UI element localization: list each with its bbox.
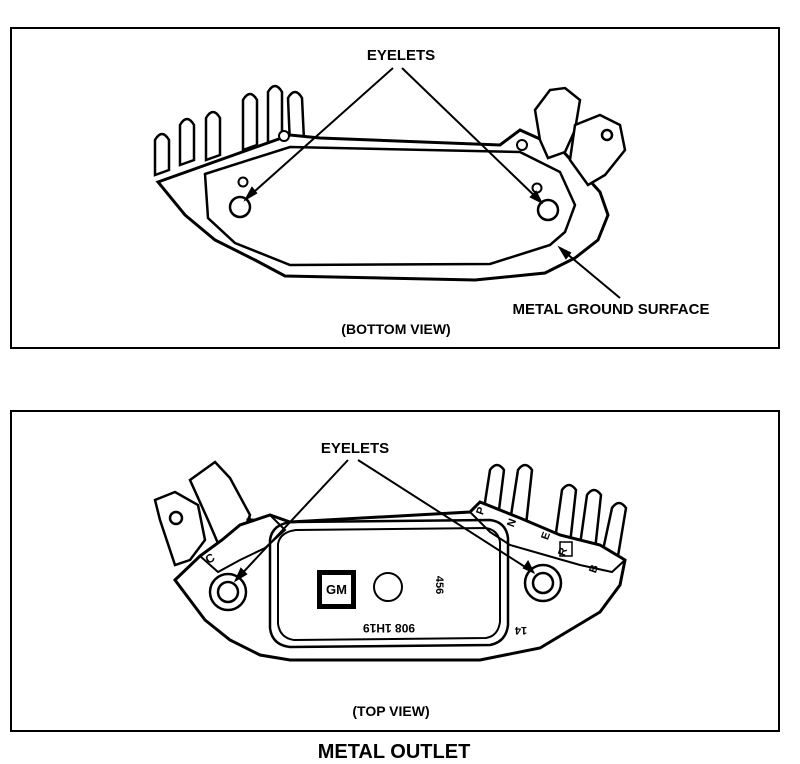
top-terminal-block-right [468,500,627,574]
top-panel-frame [10,410,780,732]
bottom-hole [531,182,543,194]
top-cover-outer [268,518,510,649]
cover-stamp-code: 456 [433,576,445,594]
bottom-module-housing [155,128,610,282]
terminal-r-box [559,541,573,557]
ground-surface-leader [557,245,621,299]
terminal-p-label: P [474,505,488,516]
bottom-hole [516,139,528,151]
svg-text:GM: GM [326,582,347,597]
top-cover-inner [277,526,501,642]
top-eyelets-label: EYELETS [321,440,389,457]
bottom-view-label: (BOTTOM VIEW) [341,321,450,337]
top-cover-hole [373,572,403,602]
gm-logo: GM [317,570,356,609]
bottom-right-tabs [533,86,627,187]
bottom-hole [237,176,249,188]
figure-caption: METAL OUTLET [318,741,471,763]
terminal-r-label: R [556,546,570,558]
top-terminal-block-left [198,513,287,574]
cover-stamp-code-2: 14 [514,624,527,636]
bottom-hole [278,130,290,142]
terminal-e-label: E [539,530,553,541]
bottom-eyelets-label: EYELETS [367,47,435,64]
metal-ground-surface-label: METAL GROUND SURFACE [513,301,710,318]
metal-ground-surface [203,145,577,267]
top-view-panel: GM 456 14 908 1H19 C + P N E R B EYELETS… [10,410,780,732]
bottom-left-pins [153,84,306,177]
bottom-eyelets-leaders [243,67,544,205]
top-eyelet-right [523,563,563,603]
part-number: 908 1H19 [363,621,415,635]
bottom-eyelet-right [536,198,560,222]
top-view-label: (TOP VIEW) [352,703,429,719]
terminal-b-label: B [587,563,601,575]
terminal-plus-label: + [246,511,254,527]
terminal-n-label: N [505,517,519,529]
top-eyelet-left [208,572,248,612]
top-left-tabs [153,460,252,567]
bottom-panel-frame [10,27,780,349]
top-eyelets-leaders [233,459,536,583]
bottom-view-panel: EYELETS METAL GROUND SURFACE (BOTTOM VIE… [10,27,780,349]
bottom-eyelet-left [228,195,252,219]
